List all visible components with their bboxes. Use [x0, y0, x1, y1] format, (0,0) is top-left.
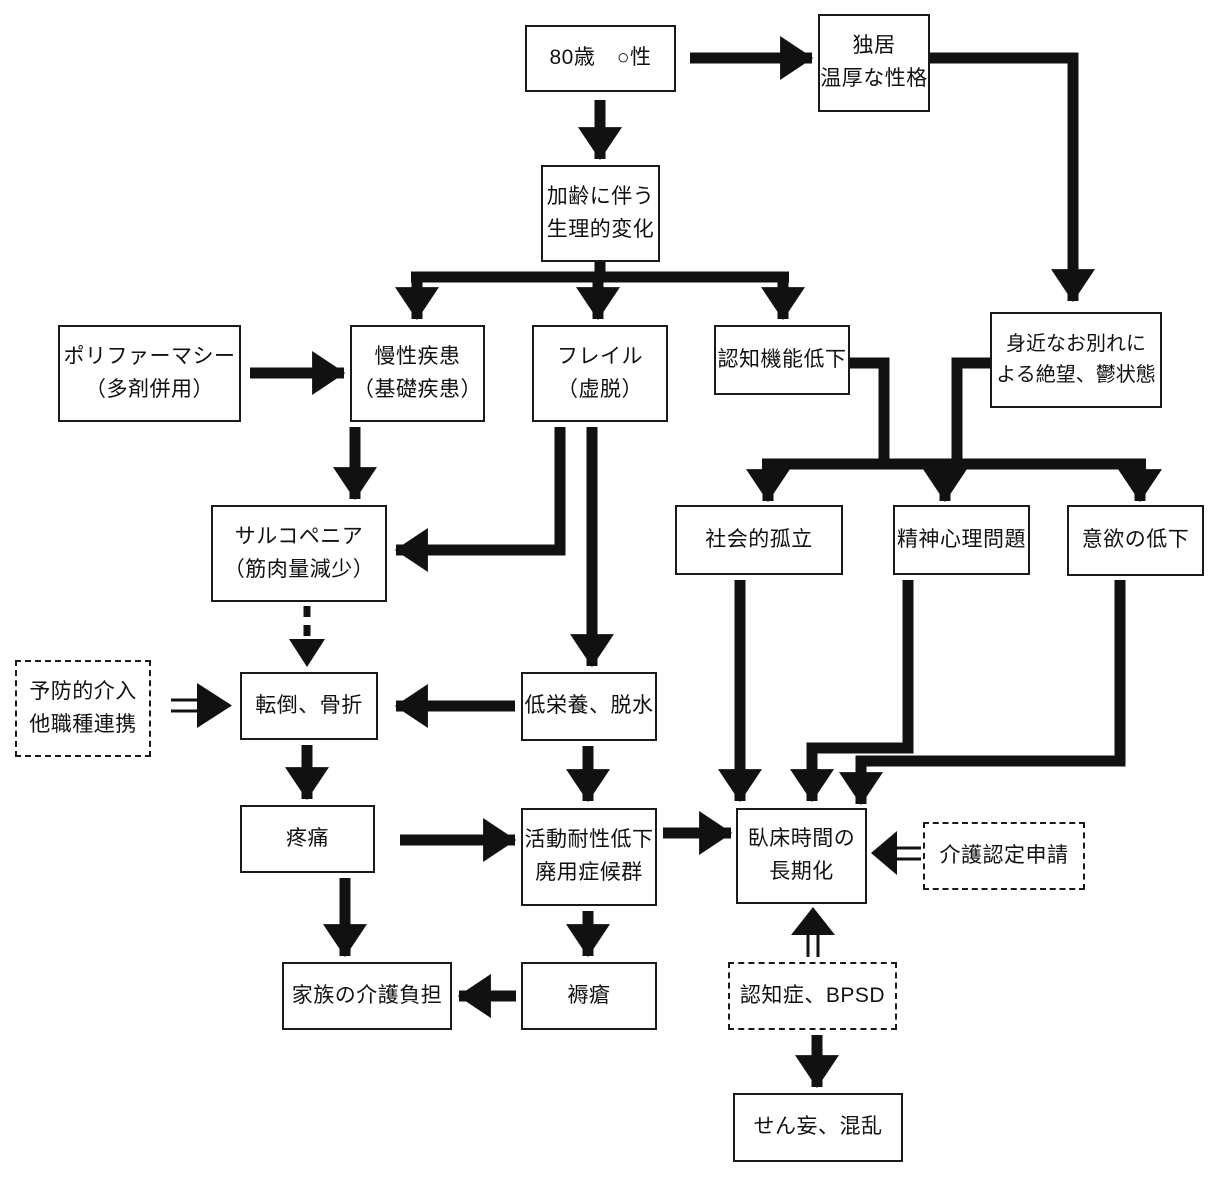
node-deconditioning: 活動耐性低下 廃用症候群 [521, 808, 657, 906]
edge-prevention-to-falls-double [171, 683, 232, 728]
node-physiological-aging: 加齢に伴う 生理的変化 [541, 165, 660, 262]
node-delirium-confusion: せん妄、混乱 [733, 1093, 903, 1162]
edge-sarcopenia-to-falls-dashed [289, 606, 325, 667]
edge-aging-branch [395, 262, 805, 321]
node-sarcopenia: サルコペニア （筋肉量減少） [211, 505, 387, 602]
node-malnutrition-dehydration: 低栄養、脱水 [521, 672, 657, 741]
node-pressure-ulcer: 褥瘡 [521, 962, 657, 1030]
edge-cert-to-bedridden-double [871, 831, 921, 875]
edge-motivation-to-bedridden [839, 580, 1126, 806]
node-family-care-burden: 家族の介護負担 [282, 962, 452, 1030]
node-prolonged-bed-rest: 臥床時間の 長期化 [736, 808, 867, 904]
node-patient-age: 80歳 ○性 [525, 25, 676, 92]
node-bereavement-depression: 身近なお別れに よる絶望、鬱状態 [990, 312, 1162, 408]
node-care-certification: 介護認定申請 [923, 822, 1085, 890]
edge-solo-to-farewell [930, 52, 1095, 303]
node-falls-fractures: 転倒、骨折 [240, 672, 378, 740]
edge-psychosocial-branch [746, 357, 1162, 503]
node-dementia-bpsd: 認知症、BPSD [728, 962, 897, 1030]
node-pain: 疼痛 [240, 805, 375, 873]
node-preventive-intervention: 予防的介入 他職種連携 [15, 660, 151, 757]
node-cognitive-decline: 認知機能低下 [714, 325, 850, 395]
edge-dementia-to-bedridden-double [791, 907, 835, 957]
edge-cognition-to-branch [850, 357, 890, 469]
edge-mental-to-bedridden [790, 580, 914, 803]
node-psychological-problems: 精神心理問題 [893, 505, 1030, 575]
node-social-isolation: 社会的孤立 [675, 505, 843, 575]
node-polypharmacy: ポリファーマシー （多剤併用） [58, 325, 241, 422]
node-frailty: フレイル （虚脱） [532, 325, 668, 422]
edge-frailty-to-sarcopenia [394, 427, 566, 572]
edge-farewell-to-branch [951, 357, 990, 469]
node-loss-of-motivation: 意欲の低下 [1067, 505, 1204, 576]
node-chronic-disease: 慢性疾患 （基礎疾患） [350, 325, 485, 422]
node-living-alone: 独居 温厚な性格 [818, 14, 930, 112]
